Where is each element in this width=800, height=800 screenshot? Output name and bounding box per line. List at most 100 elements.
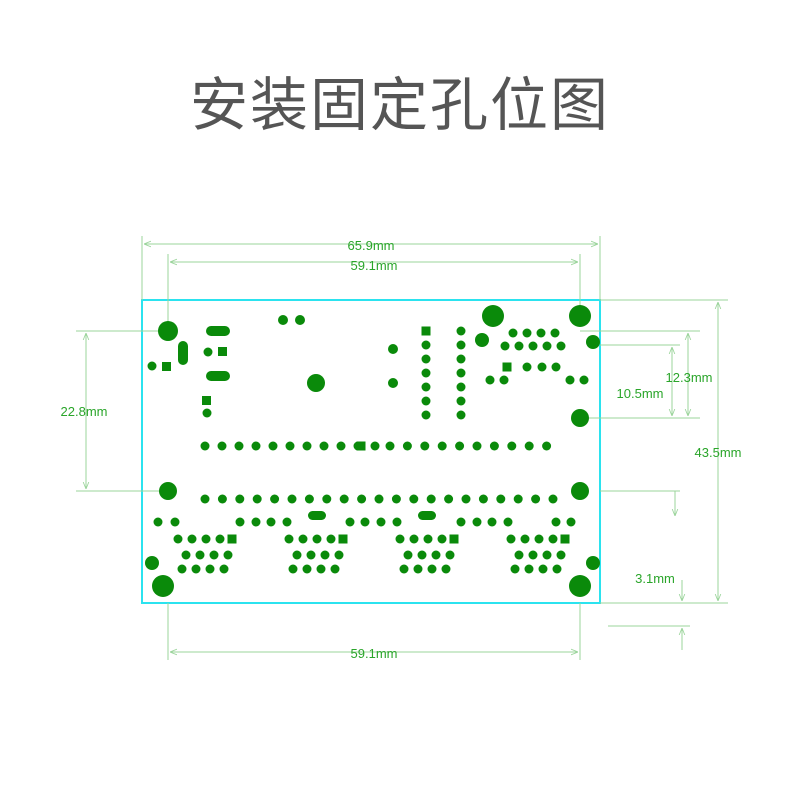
pad — [455, 441, 465, 451]
pad — [421, 368, 431, 378]
pad — [528, 550, 538, 560]
pad — [534, 534, 544, 544]
pad-square — [338, 534, 348, 544]
pad — [306, 550, 316, 560]
dimension-lines — [76, 236, 728, 660]
pad — [177, 564, 187, 574]
pad — [235, 517, 245, 527]
pad — [456, 354, 466, 364]
dim-right-b: 10.5mm — [617, 386, 664, 401]
pad — [472, 441, 482, 451]
pad — [542, 441, 552, 451]
pad — [287, 494, 297, 504]
pad — [284, 534, 294, 544]
pad — [200, 494, 210, 504]
pad — [292, 550, 302, 560]
pad — [357, 494, 367, 504]
mounting-hole — [159, 482, 177, 500]
pad — [565, 375, 575, 385]
pad — [538, 564, 548, 574]
pad — [437, 534, 447, 544]
pad — [524, 564, 534, 574]
pad-square — [560, 534, 570, 544]
mounting-hole — [586, 556, 600, 570]
pad — [217, 494, 227, 504]
pad — [215, 534, 225, 544]
mounting-hole — [158, 321, 178, 341]
mounting-hole — [569, 305, 591, 327]
pad — [487, 517, 497, 527]
pad — [219, 564, 229, 574]
mounting-hole — [482, 305, 504, 327]
pad — [413, 564, 423, 574]
pad — [209, 550, 219, 560]
pad — [524, 441, 534, 451]
pad — [556, 341, 566, 351]
pad — [200, 441, 210, 451]
pad — [316, 564, 326, 574]
pad — [374, 494, 384, 504]
pad — [444, 494, 454, 504]
pad — [478, 494, 488, 504]
pad — [427, 564, 437, 574]
pad — [421, 340, 431, 350]
pad — [399, 564, 409, 574]
pad — [270, 494, 280, 504]
pad — [514, 341, 524, 351]
pad — [426, 494, 436, 504]
pad — [376, 517, 386, 527]
pad — [508, 328, 518, 338]
pad — [456, 410, 466, 420]
pad — [409, 494, 419, 504]
mounting-hole — [307, 374, 325, 392]
pad — [391, 494, 401, 504]
mounting-hole — [152, 575, 174, 597]
pad — [522, 362, 532, 372]
pad — [472, 517, 482, 527]
pad — [298, 534, 308, 544]
pad — [485, 375, 495, 385]
pad — [235, 494, 245, 504]
pad — [437, 441, 447, 451]
pad — [500, 341, 510, 351]
pad — [360, 517, 370, 527]
pad — [330, 564, 340, 574]
pad — [336, 441, 346, 451]
pad — [223, 550, 233, 560]
pad — [205, 564, 215, 574]
pad — [542, 341, 552, 351]
pad — [195, 550, 205, 560]
board-outline — [141, 299, 601, 604]
pad — [542, 550, 552, 560]
pad — [551, 517, 561, 527]
pad-square — [449, 534, 459, 544]
pad — [548, 534, 558, 544]
pad — [326, 534, 336, 544]
pad — [370, 441, 380, 451]
pad-square — [502, 362, 512, 372]
pad — [456, 517, 466, 527]
pad — [456, 368, 466, 378]
pad — [441, 564, 451, 574]
pad — [506, 534, 516, 544]
pad — [513, 494, 523, 504]
pad — [191, 564, 201, 574]
pad-array — [153, 326, 589, 574]
pad — [187, 534, 197, 544]
pad — [395, 534, 405, 544]
mounting-hole — [586, 335, 600, 349]
page-title: 安装固定孔位图 — [189, 71, 610, 139]
pad — [285, 441, 295, 451]
pad — [579, 375, 589, 385]
pad — [282, 517, 292, 527]
dim-right-a: 12.3mm — [666, 370, 713, 385]
dim-overall-width: 65.9mm — [348, 238, 395, 253]
pad — [423, 534, 433, 544]
pad — [528, 341, 538, 351]
pad — [431, 550, 441, 560]
pad — [201, 534, 211, 544]
pad — [251, 441, 261, 451]
pad — [537, 362, 547, 372]
pad — [496, 494, 506, 504]
pad — [514, 550, 524, 560]
